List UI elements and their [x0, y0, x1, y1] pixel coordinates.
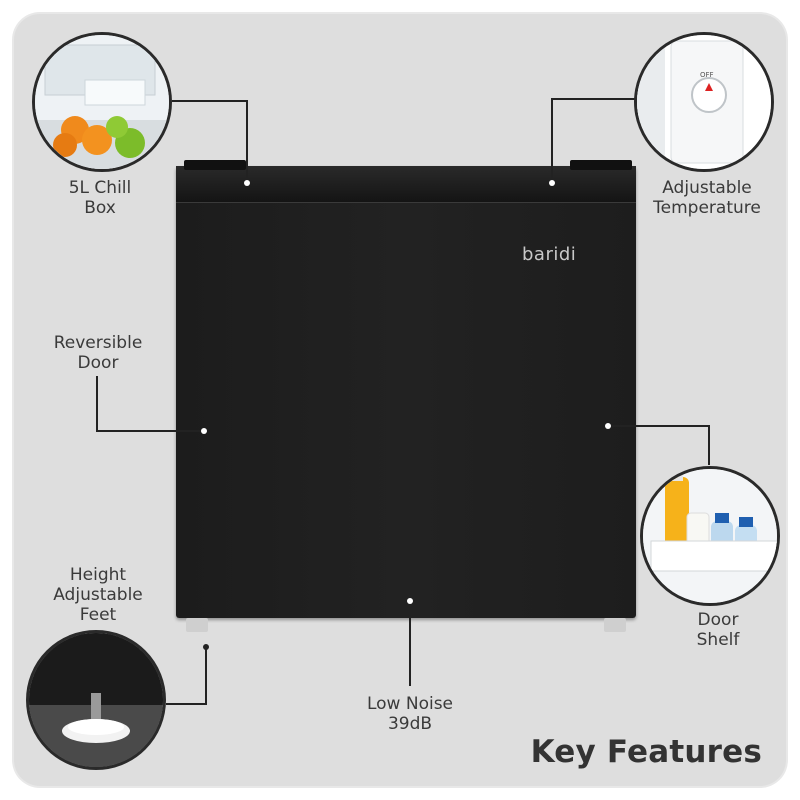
label-chill-box: 5L Chill Box — [68, 178, 132, 218]
mini-fridge: baridi — [176, 160, 636, 632]
callout-line — [552, 98, 636, 100]
callout-dot — [244, 180, 250, 186]
callout-line — [166, 703, 207, 705]
right-hinge — [570, 160, 632, 170]
left-hinge — [184, 160, 246, 170]
label-door-shelf: Door Shelf — [696, 610, 740, 650]
callout-line — [608, 425, 710, 427]
door-shelf-photo — [640, 466, 780, 606]
callout-dot — [549, 180, 555, 186]
label-height-adjustable-feet: Height Adjustable Feet — [53, 565, 143, 625]
callout-line — [551, 98, 553, 182]
callout-line — [409, 602, 411, 686]
callout-line — [172, 100, 248, 102]
callout-dot — [605, 423, 611, 429]
chill-box-photo — [32, 32, 172, 172]
fridge-top-panel — [176, 166, 636, 203]
label-low-noise: Low Noise 39dB — [366, 694, 454, 734]
thermostat-photo: OFF — [634, 32, 774, 172]
callout-line — [205, 647, 207, 705]
callout-line — [96, 376, 98, 432]
label-adjustable-temperature: Adjustable Temperature — [653, 178, 761, 218]
brand-logo: baridi — [522, 244, 577, 265]
callout-line — [96, 430, 204, 432]
page-title: Key Features — [530, 734, 762, 770]
callout-line — [708, 425, 710, 465]
callout-dot — [407, 598, 413, 604]
left-foot — [186, 618, 208, 632]
label-reversible-door: Reversible Door — [53, 333, 143, 373]
right-foot — [604, 618, 626, 632]
callout-line — [246, 100, 248, 182]
fridge-door — [176, 166, 636, 618]
dial-off-label: OFF — [700, 71, 714, 79]
callout-dot — [203, 644, 209, 650]
callout-dot — [201, 428, 207, 434]
adjustable-feet-photo — [26, 630, 166, 770]
